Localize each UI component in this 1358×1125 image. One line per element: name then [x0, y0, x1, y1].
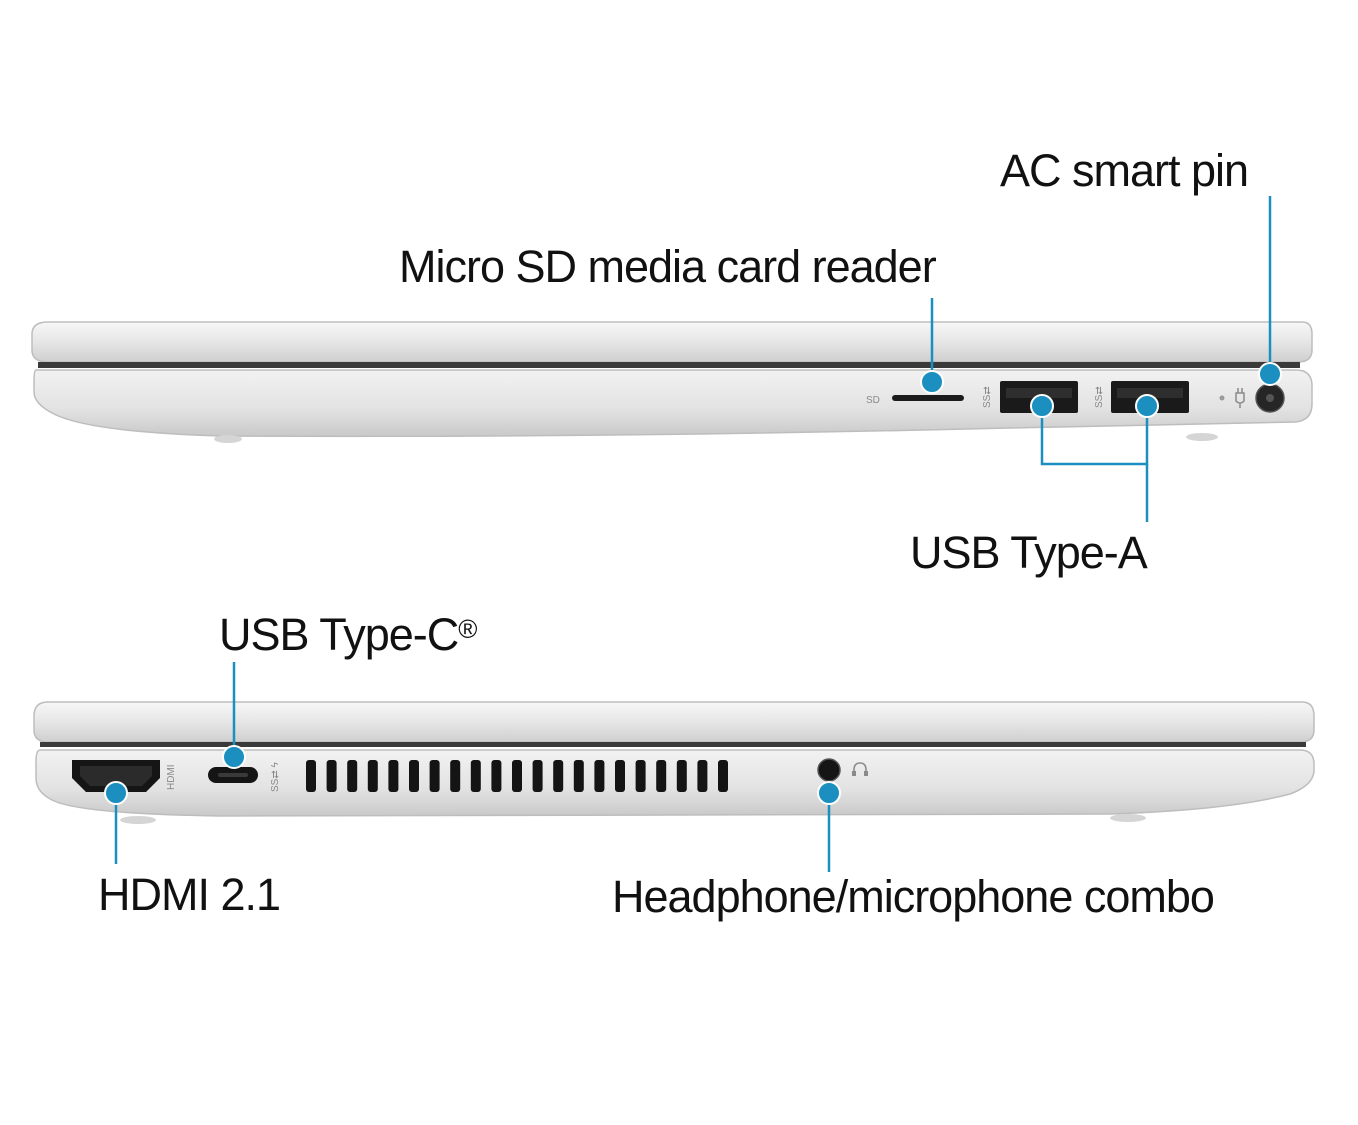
base-right: [33, 369, 1313, 438]
callout-dot-micro-sd: [920, 370, 944, 394]
vent-slot: [367, 760, 378, 792]
vent-slot: [594, 760, 605, 792]
callouts-top: [930, 196, 1272, 522]
callout-dots-bottom: [104, 745, 841, 805]
svg-text:SS⇄: SS⇄: [1094, 386, 1105, 408]
vent-slot: [532, 760, 543, 792]
vent-slot: [429, 760, 440, 792]
headphone-icon: [852, 762, 868, 776]
callout-dot-usb-c: [222, 745, 246, 769]
label-usb-type-c: USB Type-C®: [219, 609, 477, 660]
label-usb-type-c-reg: ®: [458, 614, 477, 644]
vent-slot: [718, 760, 728, 792]
label-usb-type-a: USB Type-A: [910, 527, 1148, 578]
lid-right: [31, 321, 1313, 363]
vent-slot: [388, 760, 399, 792]
hdmi-port-inner: [80, 766, 152, 786]
usb-a-port-2-tongue: [1117, 388, 1183, 398]
hinge-gap-right: [38, 362, 1300, 368]
foot-left-b: [120, 816, 156, 824]
vent-slot: [512, 760, 522, 792]
svg-text:SS⇄ ϟ: SS⇄ ϟ: [270, 762, 281, 792]
svg-text:HDMI: HDMI: [166, 764, 177, 790]
power-plug-icon: [1235, 388, 1245, 408]
callout-dot-usb-a-1: [1030, 394, 1054, 418]
callout-dots-top: [920, 362, 1282, 418]
vent-slot: [470, 760, 481, 792]
vent-slot: [347, 760, 358, 792]
laptop-left-side: HDMI SS⇄ ϟ: [33, 701, 1315, 824]
vent-slot: [306, 760, 316, 792]
label-hdmi: HDMI 2.1: [98, 869, 281, 920]
hinge-gap-left: [40, 742, 1306, 747]
charge-led: [1219, 395, 1225, 401]
usb-c-power-icon: SS⇄ ϟ: [270, 762, 281, 792]
usb-c-port-tongue: [218, 773, 248, 777]
foot-right-b: [1110, 814, 1146, 822]
usb-a-port-1-tongue: [1006, 388, 1072, 398]
callout-dot-hdmi: [104, 781, 128, 805]
callout-dot-headphone: [817, 781, 841, 805]
usb-ss-icon: SS⇄: [1094, 386, 1105, 408]
svg-text:SS⇄: SS⇄: [982, 386, 993, 408]
label-usb-type-c-text: USB Type-C: [219, 609, 459, 660]
label-ac-smart-pin: AC smart pin: [1000, 145, 1249, 196]
usb-ss-icon: SS⇄: [982, 386, 993, 408]
callout-bracket-usb-a: [1040, 408, 1149, 466]
vent-slot: [450, 760, 461, 792]
vent-grille: [306, 760, 728, 792]
headphone-jack[interactable]: [817, 758, 841, 782]
callouts-bottom: [114, 662, 831, 872]
vent-slot: [409, 760, 419, 792]
label-headphone-combo: Headphone/microphone combo: [612, 871, 1215, 922]
sd-card-slot[interactable]: [892, 395, 964, 401]
hdmi-icon: HDMI: [166, 764, 177, 790]
callout-dot-ac-pin: [1258, 362, 1282, 386]
ac-smart-pin-center: [1266, 394, 1274, 402]
vent-slot: [676, 760, 687, 792]
sd-marking: SD: [866, 395, 880, 406]
vent-slot: [635, 760, 646, 792]
laptop-right-side: SD SS⇄ SS⇄: [31, 321, 1313, 443]
label-micro-sd-reader: Micro SD media card reader: [399, 241, 937, 292]
vent-slot: [553, 760, 564, 792]
foot-left: [214, 435, 242, 443]
callout-dot-usb-a-2: [1135, 394, 1159, 418]
vent-slot: [491, 760, 502, 792]
lid-left: [33, 701, 1315, 743]
vent-slot: [656, 760, 667, 792]
vent-slot: [573, 760, 584, 792]
vent-slot: [697, 760, 708, 792]
vent-slot: [615, 760, 625, 792]
foot-right: [1186, 433, 1218, 441]
vent-slot: [326, 760, 337, 792]
